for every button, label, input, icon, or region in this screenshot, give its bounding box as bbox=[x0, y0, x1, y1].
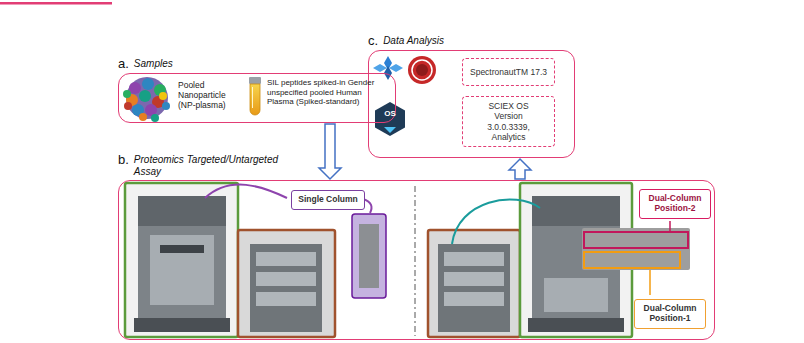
logo-text: OS bbox=[382, 109, 398, 119]
panel-title: Samples bbox=[134, 57, 173, 70]
panel-title: Data Analysis bbox=[383, 34, 444, 47]
logo-ring bbox=[412, 60, 432, 80]
logo-diamond bbox=[389, 64, 403, 72]
panel-heading: c. Data Analysis bbox=[368, 34, 444, 48]
panel-letter: a. bbox=[118, 57, 129, 71]
lc-tray bbox=[256, 272, 316, 286]
cable bbox=[452, 200, 540, 244]
box-label: SpectronautTM 17.3 bbox=[470, 67, 547, 77]
ms-panel bbox=[150, 235, 214, 305]
spectronaut-logo bbox=[373, 56, 436, 84]
header-rule bbox=[0, 2, 112, 5]
ms-top bbox=[138, 196, 226, 226]
tube-body bbox=[250, 84, 260, 115]
box-label: Single Column bbox=[298, 195, 358, 205]
leader-line bbox=[669, 221, 671, 231]
sample-tube bbox=[249, 77, 261, 115]
ms-body bbox=[138, 196, 226, 318]
block-arrow bbox=[509, 159, 531, 179]
single-column-setup bbox=[125, 183, 386, 337]
column-tube bbox=[359, 224, 379, 288]
particle-core bbox=[126, 77, 168, 119]
box-label: Dual-Column Position-2 bbox=[645, 194, 705, 214]
callout-box: Dual-Column Position-2 bbox=[639, 189, 711, 219]
box-label: Dual-Column Position-1 bbox=[640, 304, 700, 324]
ms-base bbox=[528, 318, 624, 332]
column-holder bbox=[582, 228, 690, 270]
sample-caption: Pooled Nanoparticle (NP-plasma) bbox=[178, 80, 238, 111]
sample-caption: SIL peptides spiked-in Gender unspecifie… bbox=[267, 78, 379, 107]
ms-slot bbox=[160, 245, 204, 253]
leader-line bbox=[649, 270, 651, 295]
lc-body bbox=[250, 244, 322, 332]
lc-tray bbox=[256, 292, 316, 306]
lc-frame bbox=[238, 230, 335, 337]
tube-shine bbox=[252, 87, 253, 108]
particle-dot bbox=[123, 90, 131, 98]
panel-box: Single Column Dual-Column Position-2Dual-… bbox=[118, 180, 715, 340]
callout-box: Single Column bbox=[291, 190, 365, 210]
software-box: SCIEX OS Version 3.0.0.3339, Analytics bbox=[462, 96, 555, 147]
logo-diamond bbox=[373, 64, 387, 72]
panel-title: Proteomics Targeted/Untargeted Assay bbox=[134, 153, 284, 178]
ms-panel bbox=[544, 278, 608, 312]
lc-tray bbox=[256, 252, 316, 266]
sciex-os-logo bbox=[375, 102, 405, 136]
ms-base bbox=[134, 318, 230, 332]
box-label: SCIEX OS Version 3.0.0.3339, Analytics bbox=[478, 101, 540, 142]
particle-dot bbox=[124, 102, 132, 110]
lc-tray bbox=[444, 272, 504, 286]
nanoparticle-icon bbox=[123, 77, 170, 122]
lc-tray bbox=[444, 252, 504, 266]
particle-dot bbox=[142, 78, 154, 90]
particle-dot bbox=[139, 90, 151, 102]
logo-center bbox=[416, 64, 428, 76]
block-arrow bbox=[319, 124, 341, 179]
ms-frame bbox=[125, 183, 238, 337]
column-oven bbox=[352, 214, 386, 298]
software-box: SpectronautTM 17.3 bbox=[462, 58, 555, 86]
panel-letter: c. bbox=[368, 34, 378, 48]
panel-letter: b. bbox=[118, 153, 129, 167]
particle-dot bbox=[139, 113, 147, 121]
logo-mark bbox=[384, 127, 396, 133]
panel-heading: b. Proteomics Targeted/Untargeted Assay bbox=[118, 153, 284, 178]
tube-cap bbox=[249, 77, 261, 84]
particle-dot bbox=[159, 92, 167, 100]
callout-box: Dual-Column Position-1 bbox=[634, 299, 706, 329]
particle-dot bbox=[162, 102, 170, 110]
cable bbox=[205, 185, 287, 198]
lc-frame bbox=[428, 230, 520, 337]
lc-body bbox=[438, 244, 510, 332]
particle-dot bbox=[129, 82, 141, 94]
panel-heading: a. Samples bbox=[118, 57, 173, 71]
position-2-outline bbox=[584, 232, 688, 248]
divider bbox=[415, 186, 416, 336]
ms-top bbox=[532, 196, 620, 226]
logo-hexagon bbox=[375, 102, 405, 136]
lc-tray bbox=[444, 292, 504, 306]
position-1-outline bbox=[584, 252, 680, 268]
particle-dot bbox=[151, 114, 159, 122]
panel-box: SpectronautTM 17.3SCIEX OS Version 3.0.0… bbox=[368, 50, 575, 158]
logo-disc bbox=[408, 56, 436, 84]
